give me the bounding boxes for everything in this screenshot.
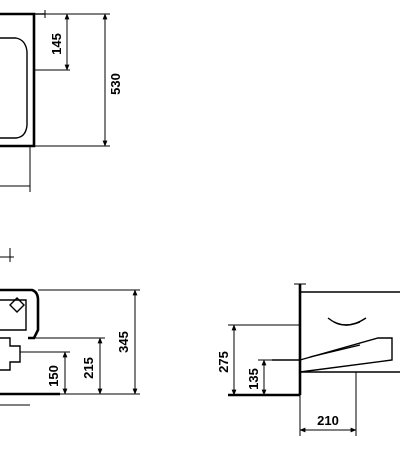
right-view-bowl-inner [333,321,361,326]
top-view-inner-bowl [0,37,28,139]
top-view: 145 530 [0,10,123,192]
right-view-bowl [327,317,367,326]
side-view-inner [0,299,27,331]
dim-label-275: 275 [216,351,231,373]
dim-label-215: 215 [81,357,96,379]
side-view: 150 215 345 [0,248,140,406]
top-view-basin-outline [0,12,36,148]
side-view-siphon [0,337,21,371]
dim-label-145: 145 [49,33,64,55]
dim-label-530: 530 [108,73,123,95]
right-view: 275 135 210 [216,283,400,436]
dim-label-210: 210 [317,413,339,428]
right-view-slope-inner [309,344,361,358]
side-view-basin-body [0,288,40,340]
right-view-slope [299,337,393,373]
dim-label-150: 150 [46,365,61,387]
dim-label-135: 135 [246,368,261,390]
dim-label-345: 345 [116,331,131,353]
overflow-diamond [9,297,25,313]
